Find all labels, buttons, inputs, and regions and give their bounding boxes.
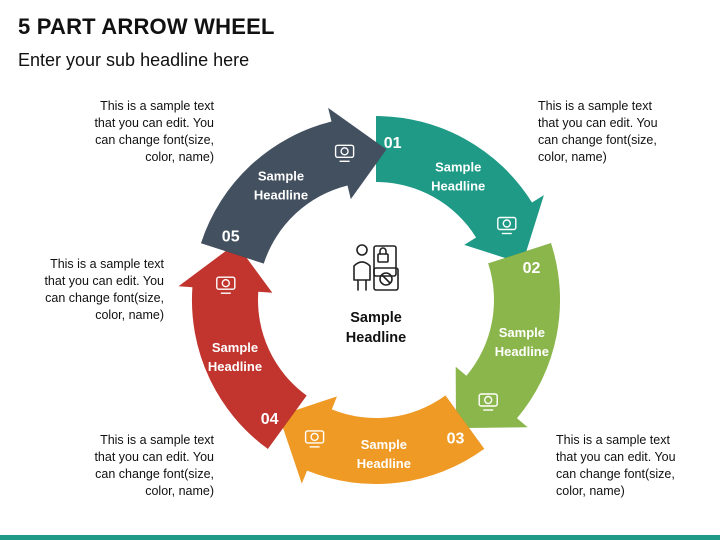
team-hands-icon <box>216 276 236 294</box>
segment-04-arrow <box>178 243 307 449</box>
segment-01-headline-line1: Sample <box>435 159 481 174</box>
center-icon <box>353 244 399 291</box>
center-headline-line2: Headline <box>346 330 406 346</box>
center-headline-line1: Sample <box>350 310 402 326</box>
monitor-document-icon <box>334 144 355 163</box>
money-stack-people-icon <box>478 393 498 411</box>
head-gears-icon <box>304 430 325 448</box>
segment-03-number: 03 <box>447 431 465 448</box>
page-subtitle: Enter your sub headline here <box>18 50 250 70</box>
segment-02-arrow <box>455 243 561 429</box>
segment-04-headline-line2: Headline <box>208 359 262 374</box>
segment-04-number: 04 <box>261 411 279 428</box>
segment-05-headline-line2: Headline <box>254 188 308 203</box>
segment-05-headline-line1: Sample <box>258 169 304 184</box>
segment-03-arrow <box>278 395 485 485</box>
segment-03-headline-line2: Headline <box>357 456 411 471</box>
page-title: 5 PART ARROW WHEEL <box>18 14 275 39</box>
segment-03-headline-line1: Sample <box>361 437 407 452</box>
segment-02-headline-line1: Sample <box>499 325 545 340</box>
segment-01-headline-line2: Headline <box>431 178 485 193</box>
segment-04-headline-line1: Sample <box>212 340 258 355</box>
bottom-accent-bar <box>0 535 720 540</box>
segment-01-number: 01 <box>384 135 402 152</box>
hands-money-icon <box>497 216 517 235</box>
segment-02-number: 02 <box>523 260 541 277</box>
segment-05-number: 05 <box>222 228 240 245</box>
segment-02-headline-line2: Headline <box>495 344 549 359</box>
segment-01-arrow <box>376 116 544 264</box>
segment-05-arrow <box>201 107 387 264</box>
